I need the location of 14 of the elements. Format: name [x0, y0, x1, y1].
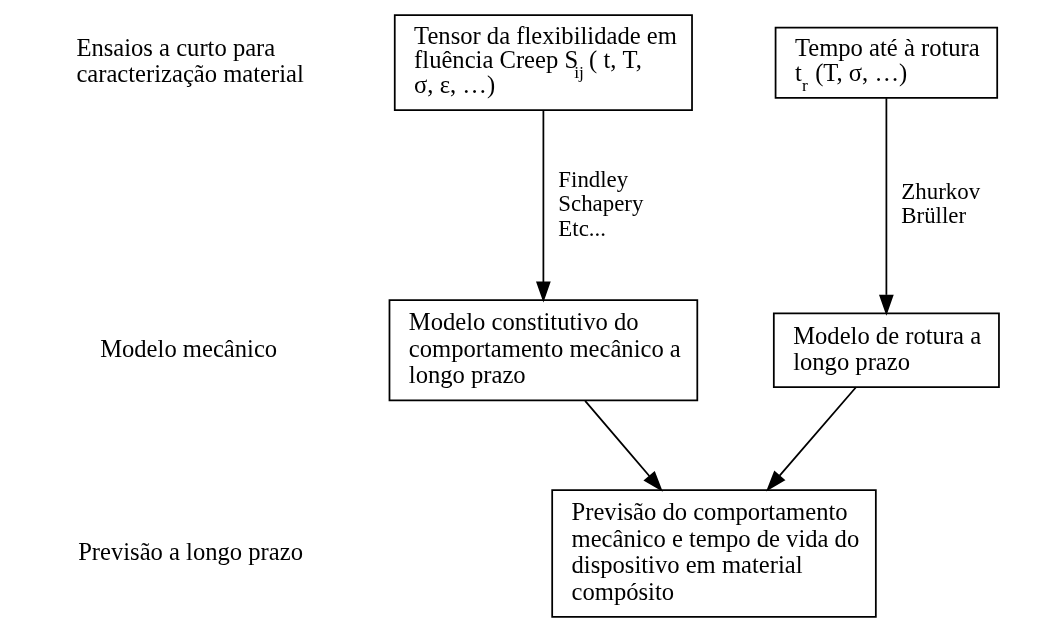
arrow: [535, 109, 551, 303]
arrow: [583, 400, 663, 492]
node-box: Modelo constitutivo do comportamento mecânico a longo prazo: [388, 299, 698, 402]
arrow: [765, 386, 857, 492]
arrow: [878, 97, 894, 316]
node-box: Modelo de rotura a longo prazo: [772, 312, 1000, 389]
edge-label: Zhurkov Brüller: [900, 178, 980, 229]
label: Modelo mecânico: [99, 334, 277, 362]
node-box: Tensor da flexibilidade em fluência Creep S$_{ij}$ ( t, T, σ, ε, …): [393, 14, 693, 112]
node-box: Tempo até à rotura t$_{r}$ (T, σ, …): [774, 26, 998, 99]
edge-label: Findley Schapery Etc...: [557, 166, 643, 241]
label: Previsão a longo prazo: [77, 537, 303, 565]
label: Ensaios a curto para caracterização material: [75, 34, 304, 88]
node-box: Previsão do comportamento mecânico e tempo de vida do dispositivo em material compósito: [550, 489, 877, 618]
